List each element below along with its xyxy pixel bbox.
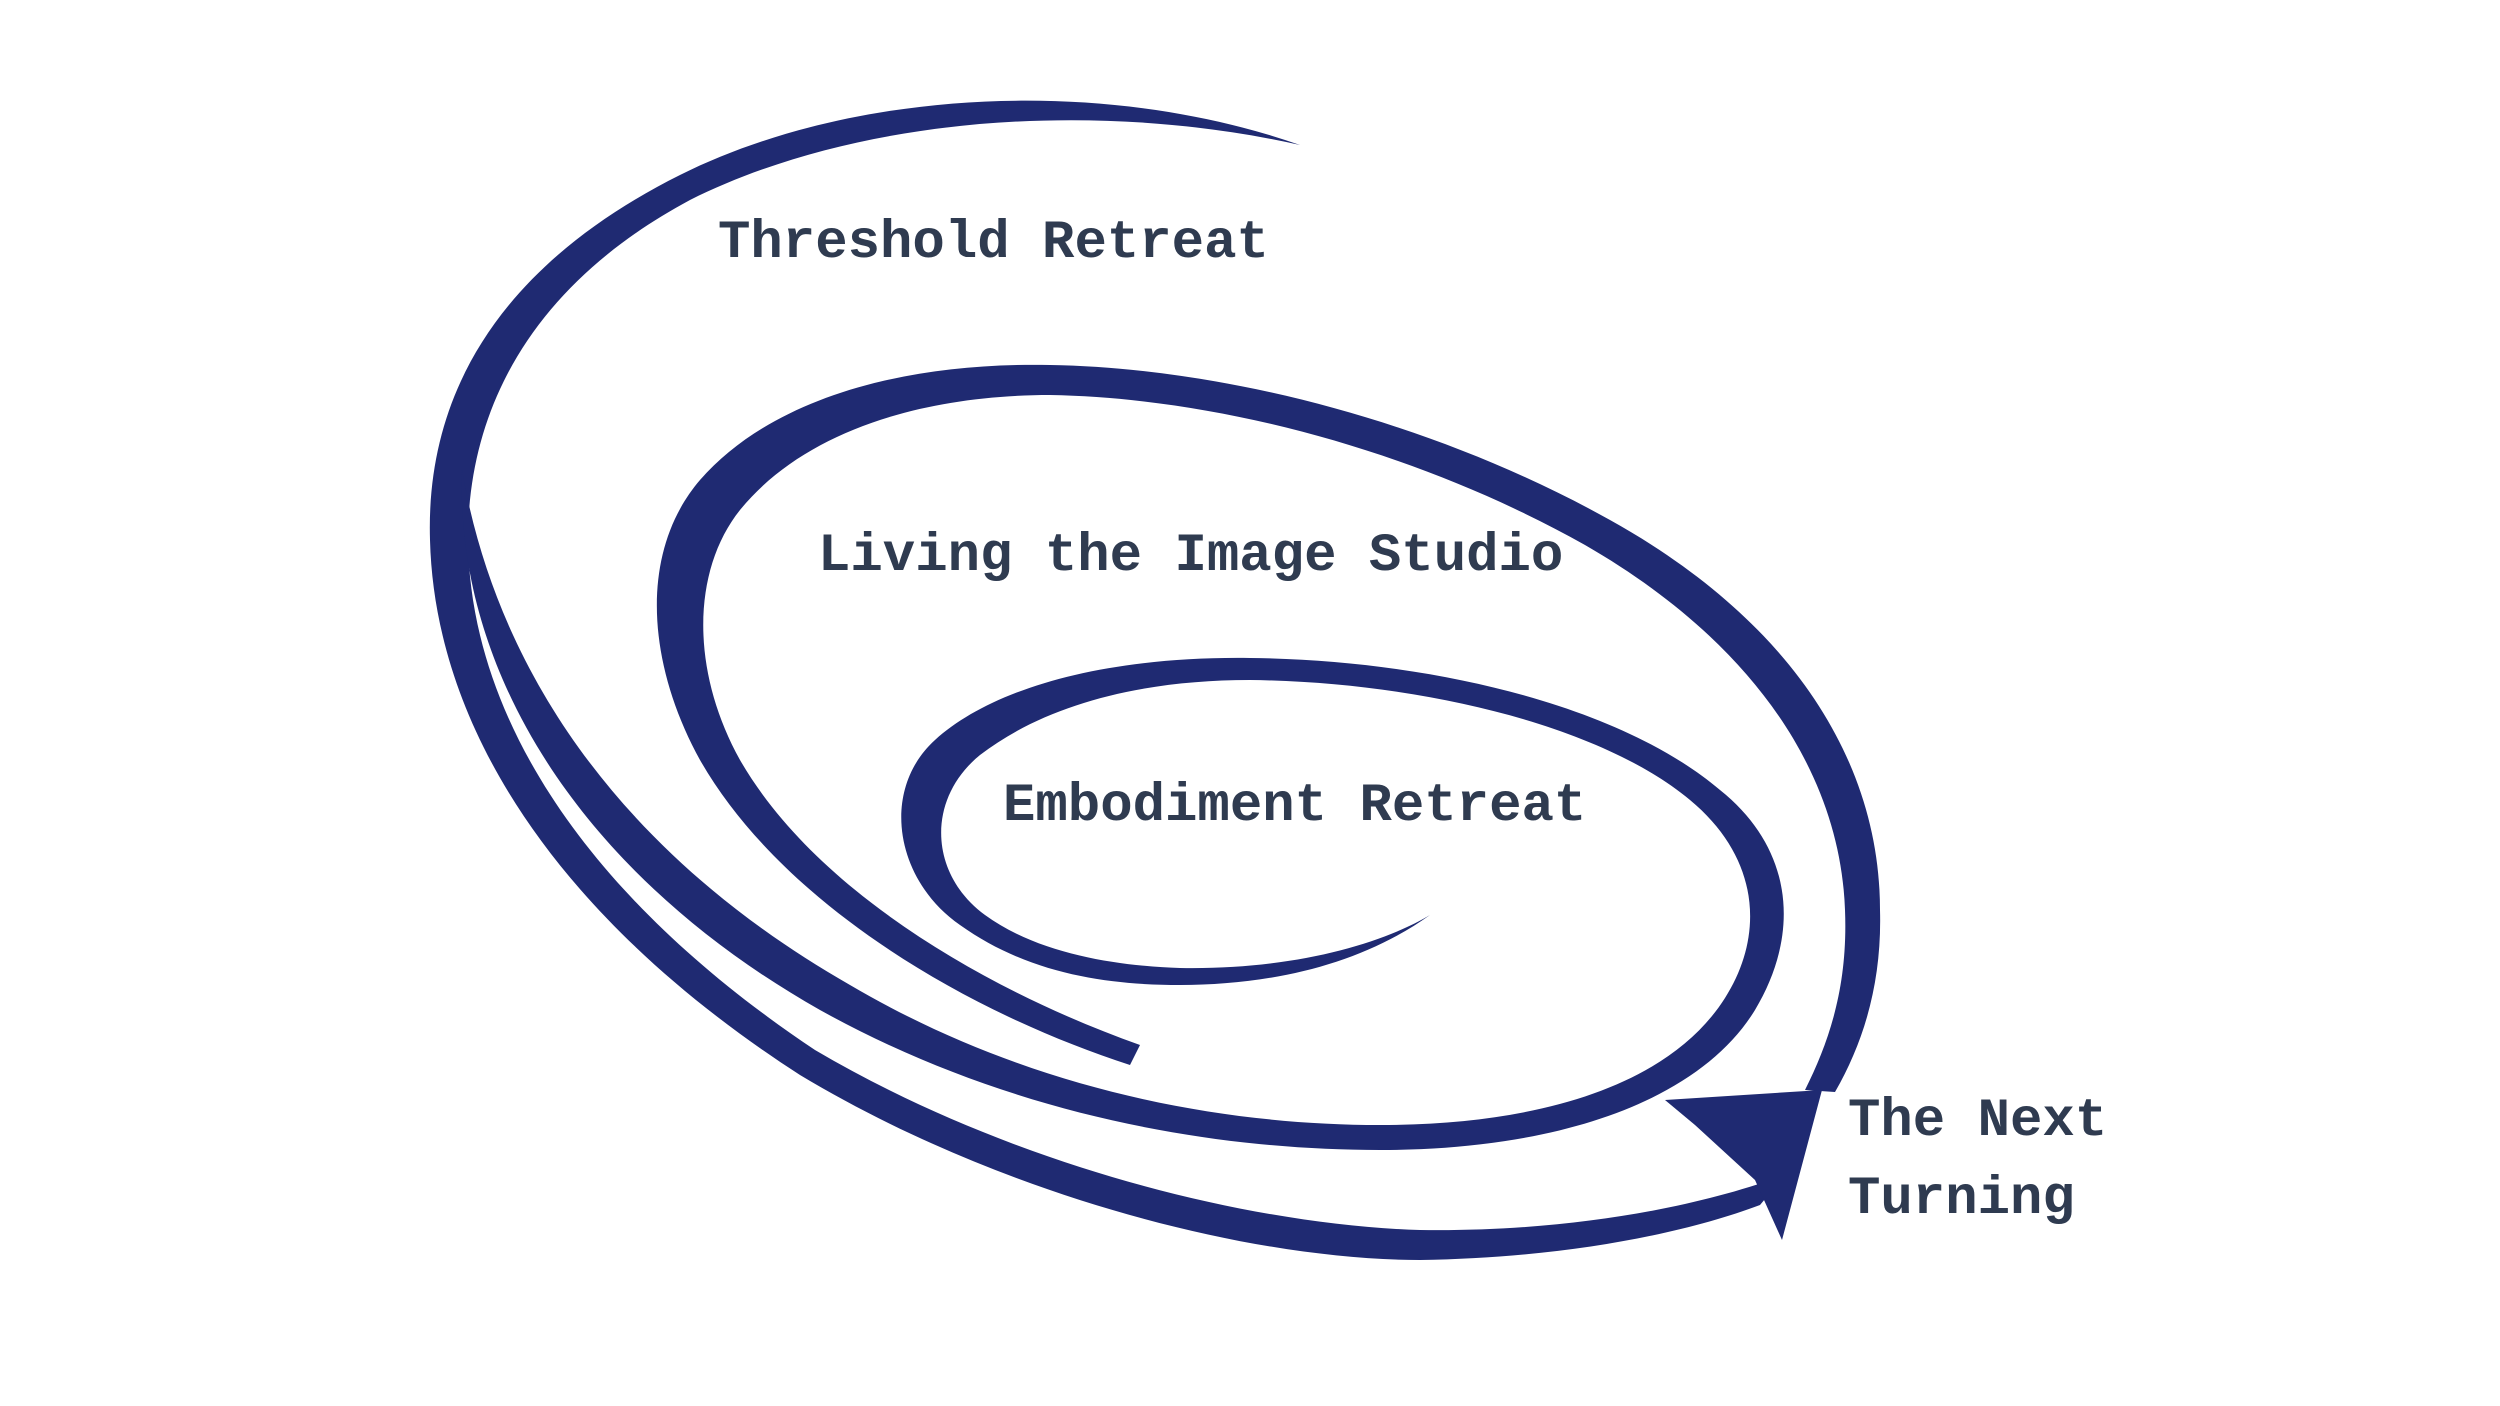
stage-label-living-the-image-studio: Living the Image Studio xyxy=(818,526,1564,587)
spiral-inner-ring xyxy=(656,364,1881,1092)
stage-label-threshold-retreat: Threshold Retreat xyxy=(718,213,1269,274)
stage-label-embodiment-retreat: Embodiment Retreat xyxy=(1003,776,1587,837)
next-turning-line2: Turning xyxy=(1848,1169,2075,1230)
next-turning-label: The Next Turning xyxy=(1848,1083,2107,1239)
next-turning-line1: The Next xyxy=(1848,1091,2108,1152)
arrowhead-icon xyxy=(1665,1090,1822,1240)
spiral-middle-band xyxy=(461,470,1784,1150)
